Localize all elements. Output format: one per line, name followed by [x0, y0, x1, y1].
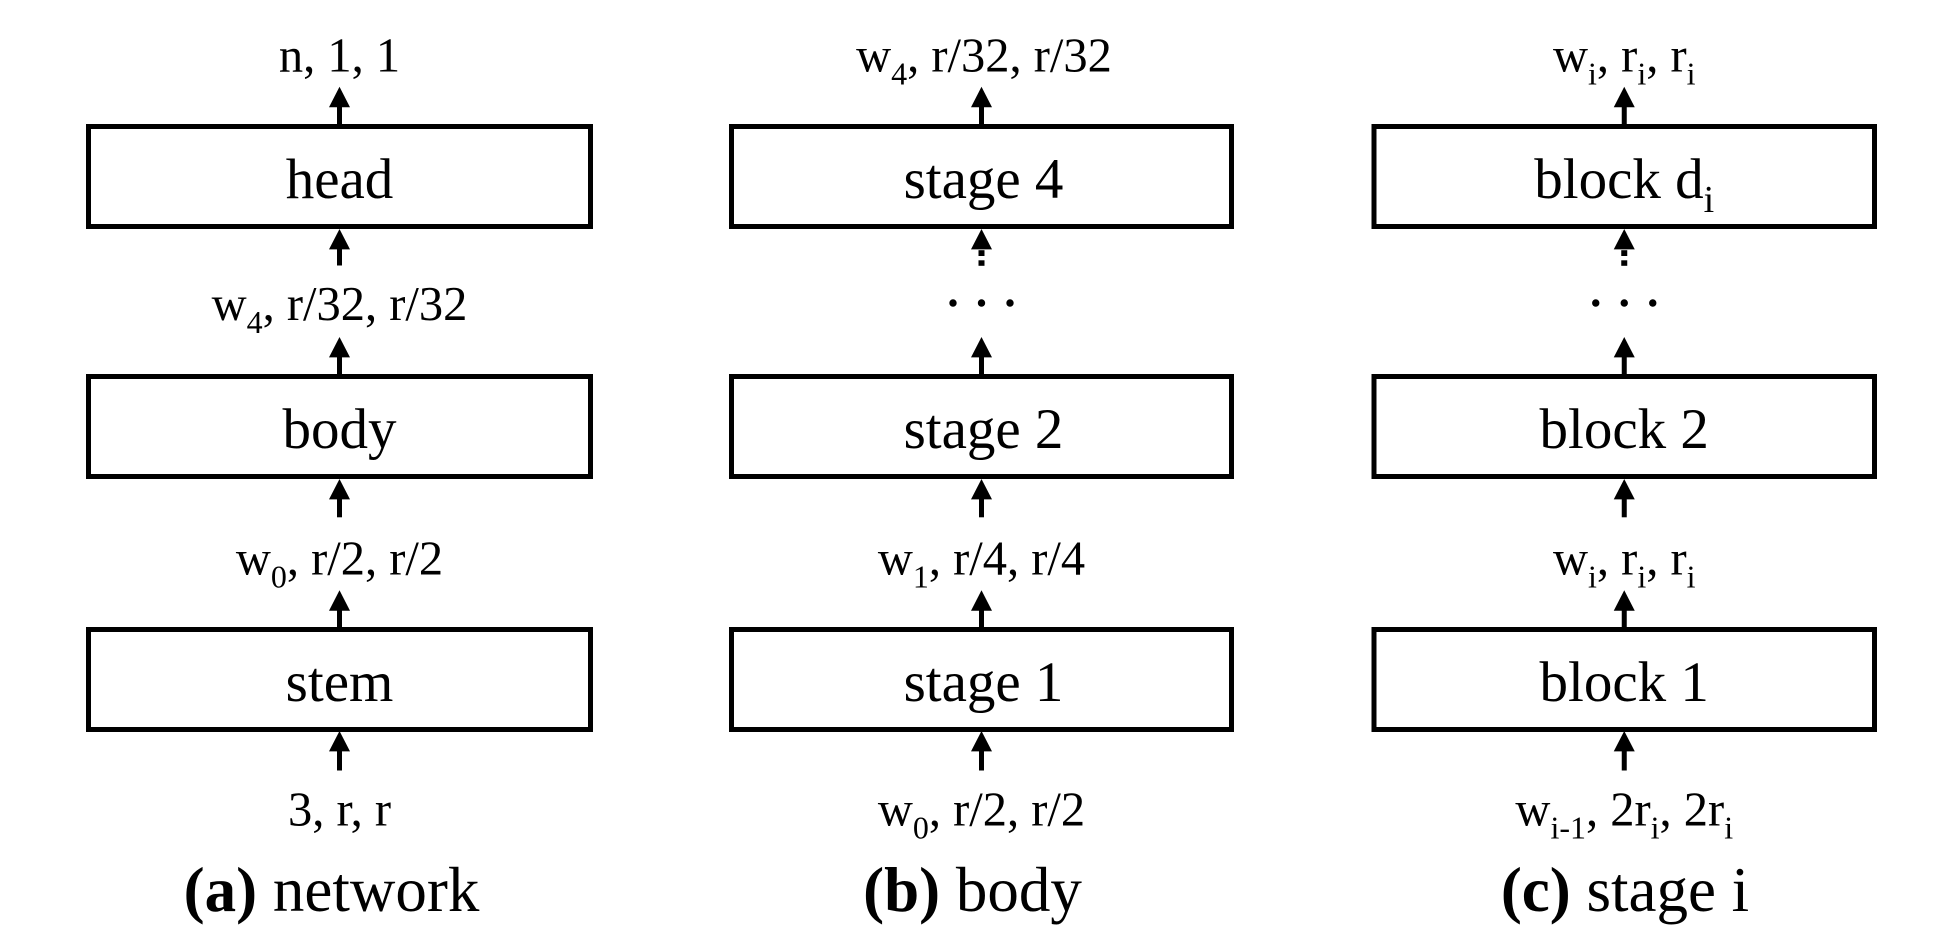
svg-text:n, 1, 1: n, 1, 1 [279, 30, 400, 83]
svg-text:w1 , r/4, r/4: w1 , r/4, r/4 [878, 533, 1085, 595]
svg-text:w0 , r/2, r/2: w0 , r/2, r/2 [236, 533, 443, 595]
svg-text:stage 1: stage 1 [904, 651, 1064, 714]
svg-text:block 1: block 1 [1540, 651, 1709, 714]
svg-text:stem: stem [286, 651, 394, 714]
svg-text:(b) body: (b) body [863, 855, 1082, 925]
svg-text:wi-1 , 2ri , 2ri: wi-1 , 2ri , 2ri [1515, 784, 1733, 846]
svg-text:3, r, r: 3, r, r [288, 784, 391, 837]
svg-text:head: head [286, 148, 394, 211]
svg-text:(c) stage i: (c) stage i [1501, 855, 1749, 925]
svg-text:w0 , r/2, r/2: w0 , r/2, r/2 [878, 784, 1085, 846]
svg-text:body: body [283, 398, 398, 461]
svg-text:stage 2: stage 2 [904, 398, 1064, 461]
svg-text:(a) network: (a) network [184, 855, 480, 925]
svg-text:wi , ri , ri: wi , ri , ri [1553, 533, 1696, 595]
svg-text:block di: block di [1534, 148, 1714, 221]
svg-text:block 2: block 2 [1540, 398, 1709, 461]
svg-text:wi , ri , ri: wi , ri , ri [1553, 30, 1696, 92]
svg-text:stage 4: stage 4 [904, 148, 1064, 211]
